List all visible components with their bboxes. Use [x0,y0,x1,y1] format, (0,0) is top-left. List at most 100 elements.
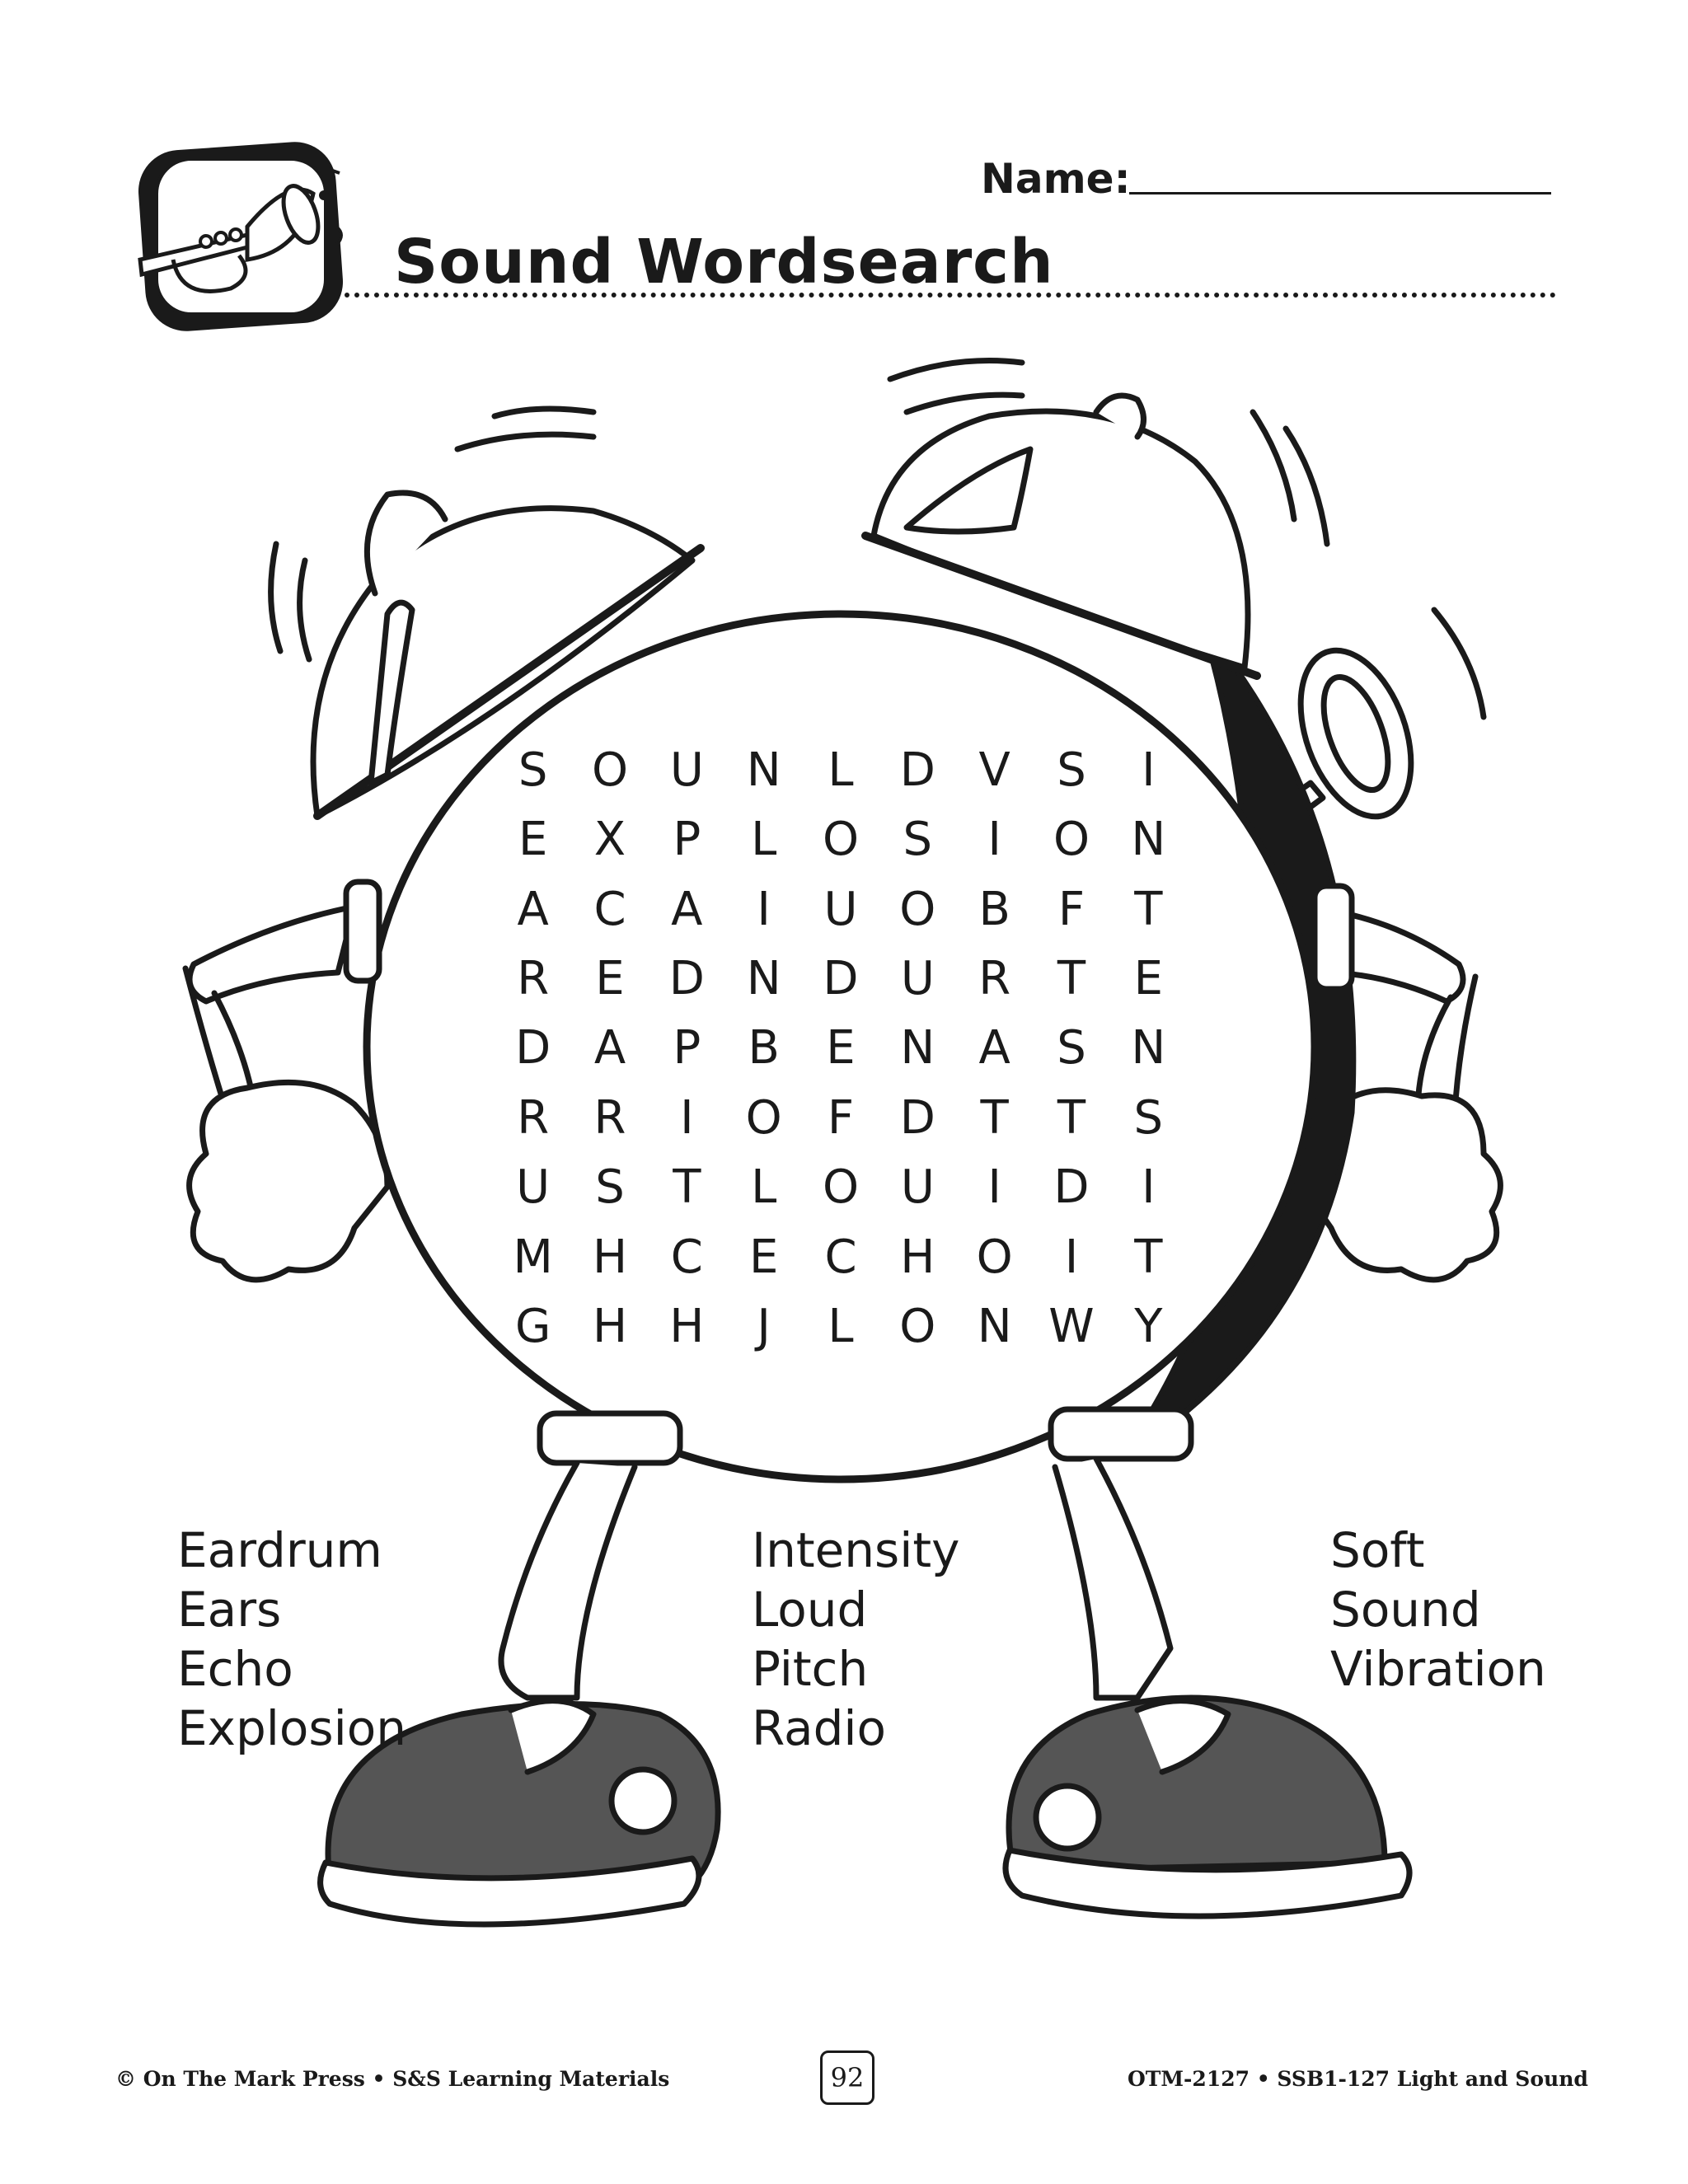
grid-cell[interactable]: F [827,1090,855,1145]
grid-cell[interactable]: O [899,882,936,936]
grid-cell[interactable]: O [745,1090,782,1145]
grid-cell[interactable]: U [516,1160,551,1215]
grid-cell[interactable]: M [513,1230,553,1284]
grid-cell[interactable]: H [592,1230,628,1284]
grid-cell[interactable]: D [1053,1160,1090,1215]
word-soft: Soft [1330,1522,1425,1578]
grid-cell[interactable]: P [673,1021,701,1076]
grid-cell[interactable]: C [593,882,626,936]
grid-cell[interactable]: P [673,813,701,867]
grid-cell[interactable]: T [1134,882,1163,936]
grid-cell[interactable]: I [1064,1230,1079,1284]
grid-cell[interactable]: I [680,1090,694,1145]
grid-cell[interactable]: X [593,813,626,867]
grid-cell[interactable]: T [673,1160,701,1215]
word-list-3: Soft Sound Vibration [1330,1521,1546,1699]
word-eardrum: Eardrum [177,1522,382,1578]
grid-cell[interactable]: S [1133,1090,1164,1145]
grid-cell[interactable]: O [591,743,629,797]
grid-cell[interactable]: R [978,952,1011,1006]
grid-cell[interactable]: A [593,1021,626,1076]
grid-cell[interactable]: S [903,813,933,867]
grid-cell[interactable]: T [1057,1090,1086,1145]
grid-cell[interactable]: G [514,1300,551,1354]
dotted-divider [345,293,1556,298]
grid-cell[interactable]: D [668,952,705,1006]
grid-cell[interactable]: E [826,1021,856,1076]
grid-cell[interactable]: O [822,813,860,867]
grid-cell[interactable]: O [976,1230,1013,1284]
grid-cell[interactable]: N [746,743,781,797]
grid-cell[interactable]: R [517,952,550,1006]
grid-cell[interactable]: I [1142,743,1156,797]
grid-cell[interactable]: L [828,1300,854,1354]
grid-cell[interactable]: V [978,743,1010,797]
word-ears: Ears [177,1582,282,1638]
grid-cell[interactable]: E [1133,952,1164,1006]
word-list-1: Eardrum Ears Echo Explosion [177,1521,406,1758]
grid-cell[interactable]: L [751,1160,777,1215]
grid-cell[interactable]: U [900,1160,935,1215]
grid-cell[interactable]: O [899,1300,936,1354]
grid-cell[interactable]: N [1131,813,1166,867]
grid-cell[interactable]: D [515,1021,551,1076]
grid-cell[interactable]: I [987,813,1001,867]
grid-cell[interactable]: A [978,1021,1010,1076]
grid-cell[interactable]: N [977,1300,1012,1354]
grid-cell[interactable]: U [900,952,935,1006]
grid-cell[interactable]: U [669,743,704,797]
grid-cell[interactable]: N [900,1021,935,1076]
grid-cell[interactable]: H [592,1300,628,1354]
grid-cell[interactable]: L [751,813,777,867]
grid-cell[interactable]: C [824,1230,857,1284]
grid-cell[interactable]: I [987,1160,1001,1215]
grid-cell[interactable]: L [828,743,854,797]
footer-product-code: OTM-2127 • SSB1-127 Light and Sound [1128,2067,1588,2091]
grid-cell[interactable]: W [1048,1300,1095,1354]
grid-cell[interactable]: H [669,1300,705,1354]
grid-cell[interactable]: F [1057,882,1085,936]
grid-cell[interactable]: B [748,1021,780,1076]
grid-cell[interactable]: C [670,1230,703,1284]
grid-cell[interactable]: O [1053,813,1090,867]
grid-cell[interactable]: N [746,952,781,1006]
grid-cell[interactable]: R [517,1090,550,1145]
grid-cell[interactable]: T [1057,952,1086,1006]
grid-cell[interactable]: N [1131,1021,1166,1076]
grid-cell[interactable]: R [593,1090,626,1145]
grid-cell[interactable]: Y [1134,1300,1163,1354]
grid-cell[interactable]: B [978,882,1010,936]
grid-cell[interactable]: T [980,1090,1009,1145]
grid-cell[interactable]: I [1142,1160,1156,1215]
grid-cell[interactable]: A [671,882,703,936]
grid-cell[interactable]: U [823,882,858,936]
grid-cell[interactable]: S [595,1160,625,1215]
word-pitch: Pitch [752,1641,869,1697]
grid-cell[interactable]: O [822,1160,860,1215]
word-list-2: Intensity Loud Pitch Radio [752,1521,959,1758]
grid-cell[interactable]: S [1057,743,1086,797]
grid-cell[interactable]: S [518,743,548,797]
grid-cell[interactable]: H [900,1230,935,1284]
footer-copyright: © On The Mark Press • S&S Learning Mater… [115,2067,670,2091]
grid-cell[interactable]: S [1057,1021,1086,1076]
grid-cell[interactable]: T [1134,1230,1163,1284]
name-line[interactable] [1129,192,1551,194]
word-intensity: Intensity [752,1522,960,1578]
name-label: Name: [981,155,1131,203]
word-loud: Loud [752,1582,868,1638]
grid-cell[interactable]: E [748,1230,779,1284]
grid-cell[interactable]: E [595,952,625,1006]
grid-cell[interactable]: D [899,743,935,797]
grid-cell[interactable]: D [823,952,859,1006]
grid-cell[interactable]: I [757,882,771,936]
grid-cell[interactable]: A [517,882,549,936]
word-radio: Radio [752,1700,886,1756]
word-explosion: Explosion [177,1700,406,1756]
grid-cell[interactable]: D [899,1090,935,1145]
trumpet-logo-icon [138,142,344,331]
grid-cell[interactable]: E [518,813,548,867]
grid-cell[interactable]: J [757,1300,771,1354]
